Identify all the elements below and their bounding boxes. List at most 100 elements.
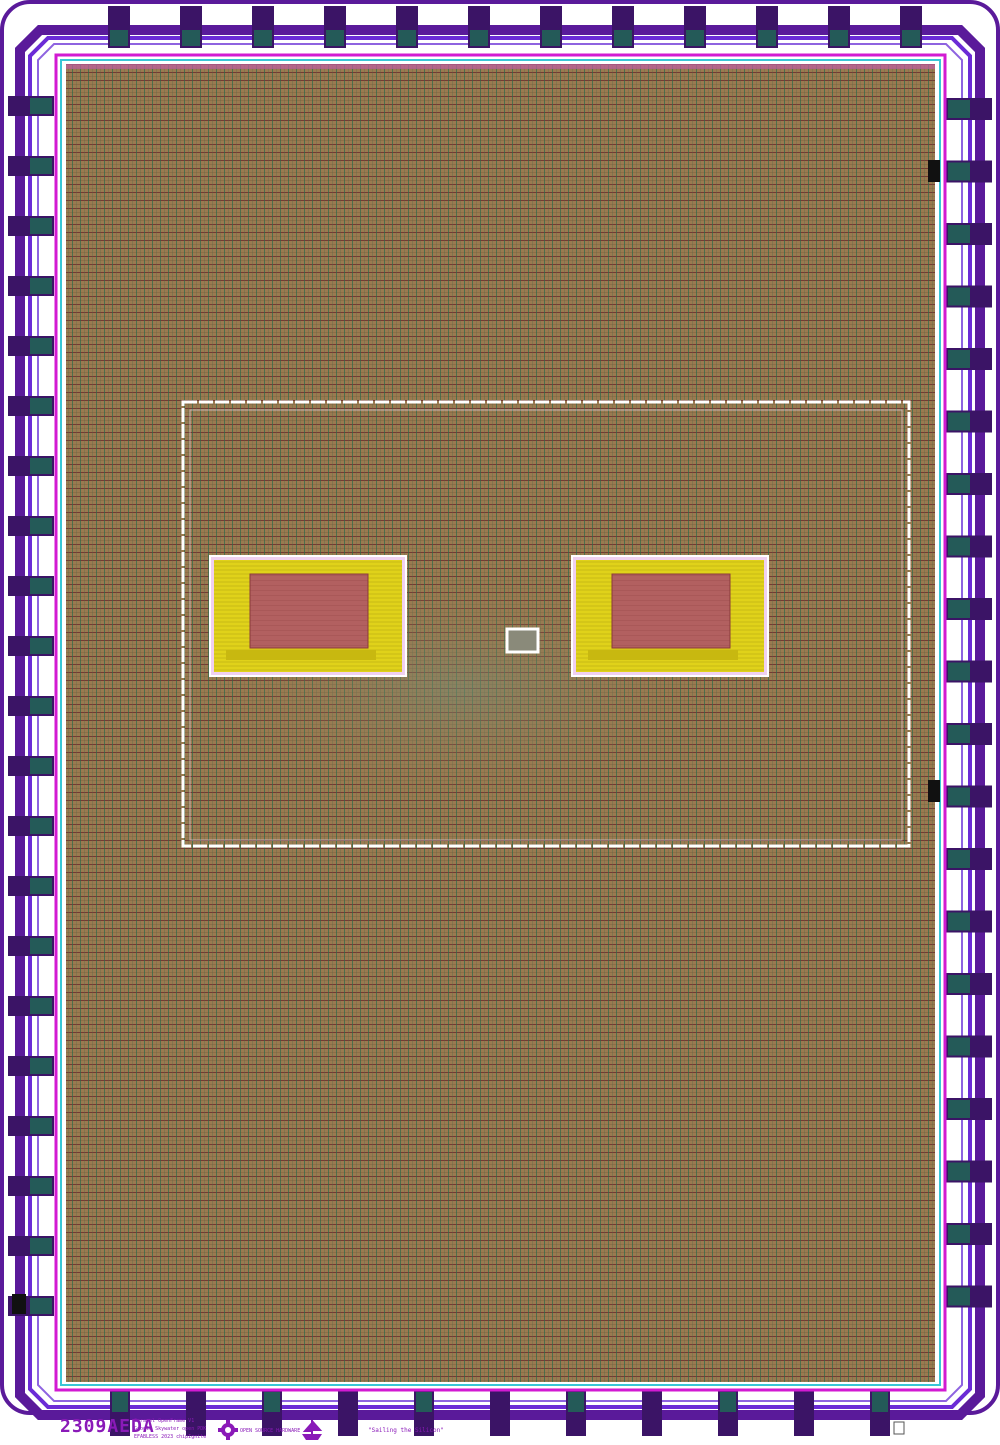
io-pad: [946, 785, 972, 808]
io-pad: [8, 696, 30, 716]
io-pad: [946, 473, 972, 495]
io-pad: [946, 535, 972, 558]
io-pad: [262, 1390, 282, 1414]
io-pad: [490, 1390, 510, 1414]
io-pad: [900, 6, 922, 32]
io-pad: [180, 28, 202, 48]
io-pad: [28, 1176, 54, 1196]
io-pad: [396, 28, 418, 48]
io-pad: [642, 1414, 662, 1436]
core-top-strap: [66, 64, 935, 69]
io-pad: [612, 28, 634, 48]
io-pad: [324, 28, 346, 48]
io-pad: [970, 785, 992, 808]
io-pad: [970, 285, 992, 308]
gear-logo-icon: [218, 1420, 238, 1440]
io-pad: [28, 1056, 54, 1076]
io-pad: [970, 348, 992, 370]
footer-area: 2309AEDA Caravel OpenFrame V1 Google Sky…: [60, 1416, 905, 1440]
io-pad: [28, 756, 54, 776]
io-pad: [946, 1098, 972, 1120]
io-pad: [28, 516, 54, 536]
info-line-1: Caravel OpenFrame V1: [134, 1418, 194, 1424]
footer-small-mark: [893, 1421, 905, 1435]
io-pad: [28, 816, 54, 836]
io-pad: [28, 996, 54, 1016]
io-pad: [946, 1035, 972, 1058]
io-pad: [566, 1414, 586, 1436]
io-pad: [946, 98, 972, 120]
io-pad: [186, 1414, 206, 1436]
left-io-pads: [8, 96, 54, 1316]
io-pad: [970, 910, 992, 933]
io-pad: [756, 6, 778, 32]
io-pad: [28, 96, 54, 116]
io-pad: [110, 1414, 130, 1436]
io-pad: [8, 936, 30, 956]
io-pad: [970, 1160, 992, 1183]
io-pad: [970, 98, 992, 120]
io-pad: [946, 723, 972, 745]
io-pad: [490, 1414, 510, 1436]
io-pad: [642, 1390, 662, 1414]
io-pad: [8, 276, 30, 296]
io-pad: [970, 410, 992, 433]
io-pad: [28, 876, 54, 896]
io-pad: [946, 160, 972, 183]
io-pad: [970, 598, 992, 620]
io-pad: [946, 598, 972, 620]
io-pad: [338, 1390, 358, 1414]
power-ring-inner: [60, 59, 941, 1386]
ship-logo-icon: [302, 1420, 323, 1440]
io-pad: [900, 28, 922, 48]
info-line-3: EFABLESS 2023 chipIgnite: [134, 1434, 206, 1440]
io-pad: [338, 1414, 358, 1436]
io-pad: [8, 756, 30, 776]
io-pad: [970, 1098, 992, 1120]
io-pad: [828, 6, 850, 32]
io-pad: [28, 456, 54, 476]
io-pad: [8, 156, 30, 176]
io-pad: [718, 1414, 738, 1436]
io-pad: [8, 96, 30, 116]
io-pad: [870, 1414, 890, 1436]
io-pad: [946, 848, 972, 870]
io-pad: [970, 1285, 992, 1308]
power-ring-outer: [54, 53, 947, 1392]
io-pad: [946, 223, 972, 245]
io-pad: [252, 6, 274, 32]
sram-macro-left: [209, 555, 407, 677]
io-pad: [110, 1390, 130, 1414]
io-pad: [262, 1414, 282, 1436]
io-pad: [252, 28, 274, 48]
io-pad: [8, 396, 30, 416]
org-name-label: OPEN SOURCE HARDWARE: [240, 1428, 300, 1434]
io-pad: [970, 973, 992, 995]
io-pad: [8, 1236, 30, 1256]
top-io-pads: [108, 6, 922, 48]
chip-id-label: 2309AEDA: [60, 1416, 155, 1437]
io-pad: [180, 6, 202, 32]
io-pad: [28, 1236, 54, 1256]
io-pad: [946, 1160, 972, 1183]
io-pad: [946, 348, 972, 370]
bottom-io-pads: [110, 1390, 890, 1436]
io-pad: [946, 1223, 972, 1245]
io-pad: [28, 156, 54, 176]
io-pad: [8, 1116, 30, 1136]
io-pad: [8, 816, 30, 836]
io-pad: [28, 696, 54, 716]
io-pad: [186, 1390, 206, 1414]
io-pad: [108, 6, 130, 32]
io-pad: [28, 336, 54, 356]
info-line-2: Google Skywater open PDK: [134, 1426, 206, 1432]
io-pad: [684, 6, 706, 32]
io-pad: [970, 1223, 992, 1245]
io-pad: [28, 1116, 54, 1136]
io-pad: [612, 6, 634, 32]
io-pad: [28, 636, 54, 656]
io-pad: [828, 28, 850, 48]
center-small-macro: [505, 627, 540, 654]
io-pad: [8, 336, 30, 356]
io-pad: [970, 660, 992, 683]
